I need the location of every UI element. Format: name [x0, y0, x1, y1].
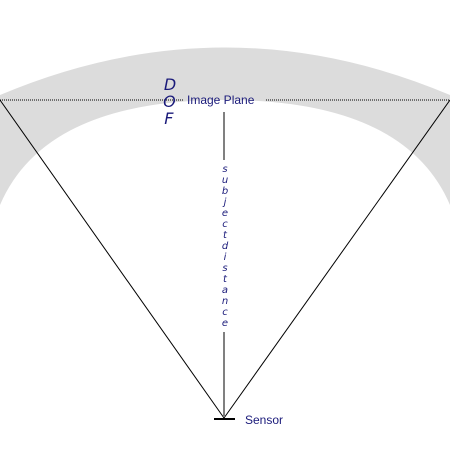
- subject-distance-letter: d: [222, 241, 229, 252]
- subject-distance-letter: e: [222, 208, 228, 219]
- subject-distance-letter: s: [222, 263, 227, 274]
- subject-distance-letter: a: [222, 285, 228, 296]
- sensor-label: Sensor: [245, 413, 283, 427]
- fov-left-line: [0, 99, 225, 419]
- subject-distance-letter: u: [222, 175, 228, 186]
- subject-distance-letter: e: [222, 318, 228, 329]
- subject-distance-letter: b: [222, 186, 228, 197]
- subject-distance-letter: t: [223, 230, 228, 241]
- fov-right-line: [223, 99, 450, 419]
- depth-of-field-band: [0, 47, 450, 205]
- subject-distance-letter: n: [222, 296, 228, 307]
- dof-letter: O: [163, 92, 176, 111]
- image-plane-label: Image Plane: [187, 93, 255, 107]
- subject-distance-letter: i: [224, 252, 227, 263]
- dof-letter: F: [164, 109, 174, 128]
- dof-letter: D: [164, 75, 176, 94]
- subject-distance-letter: s: [222, 164, 227, 175]
- dof-label: DOF: [163, 75, 176, 128]
- subject-distance-letter: t: [223, 274, 228, 285]
- subject-distance-letter: c: [222, 219, 228, 230]
- subject-distance-letter: j: [222, 197, 227, 208]
- subject-distance-letter: c: [222, 307, 228, 318]
